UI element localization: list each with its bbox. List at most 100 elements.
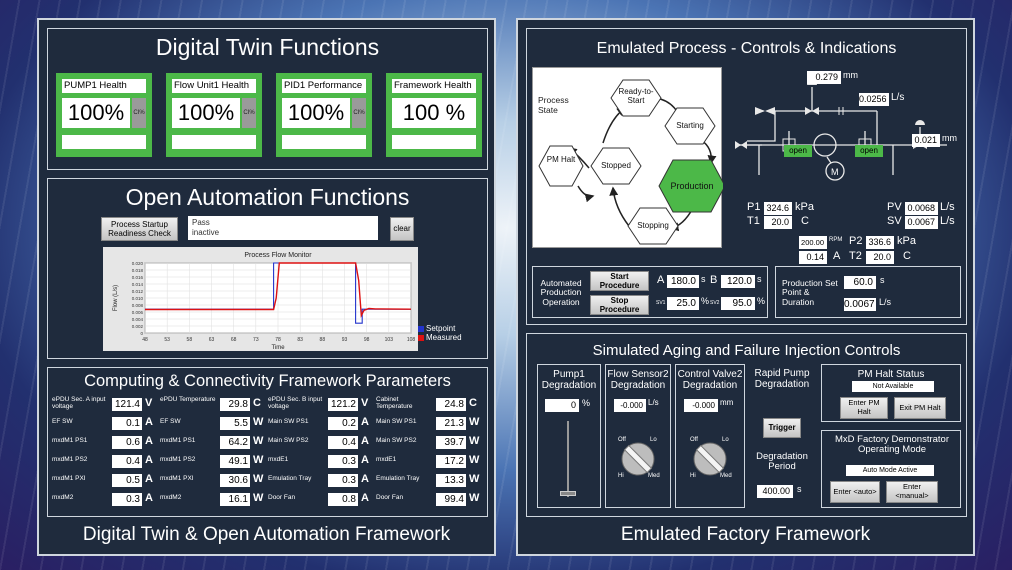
t2-label: T2 — [849, 250, 862, 262]
health-card-value: 100% — [282, 98, 350, 128]
x-tick-label: 83 — [297, 337, 303, 343]
flow-value: 0.0256 — [859, 93, 889, 106]
automated-production-box: Automated Production Operation Start Pro… — [532, 266, 768, 318]
pump-degradation-value[interactable]: 0 — [545, 399, 579, 412]
state-pm-halt — [538, 145, 584, 187]
knob-lo-label: Lo — [722, 437, 729, 443]
y-tick-label: 0.020 — [132, 261, 144, 266]
t1-value: 20.0 — [764, 216, 792, 229]
pump-slider-track[interactable] — [567, 421, 569, 497]
param-value: 5.5 — [220, 417, 250, 430]
param-row: EF SW 0.1 A — [52, 416, 158, 431]
param-value: 13.3 — [436, 474, 466, 487]
emulated-process-section: Emulated Process - Controls & Indication… — [526, 28, 967, 325]
exit-pm-halt-button[interactable]: Exit PM Halt — [894, 397, 946, 419]
knob-off-label: Off — [690, 437, 698, 443]
param-label: Emulation Tray — [268, 475, 312, 482]
ci-indicator: CI% — [242, 98, 256, 128]
t1-unit: C — [801, 215, 809, 227]
param-unit: A — [361, 435, 369, 447]
t1-label: T1 — [747, 215, 760, 227]
param-value: 0.5 — [112, 474, 142, 487]
param-row: mxdM2 16.1 W — [160, 492, 266, 507]
trigger-button[interactable]: Trigger — [763, 418, 801, 438]
param-unit: V — [145, 397, 153, 409]
flow-sensor-unit: L/s — [648, 398, 659, 407]
state-starting-label: Starting — [676, 121, 704, 130]
motor-label: M — [831, 167, 839, 177]
flow-sensor-value: -0.000 — [614, 399, 646, 412]
param-label: mxdM1 PS1 — [160, 437, 196, 444]
enter-manual-button[interactable]: Enter <manual> — [886, 481, 938, 503]
control-valve-degradation-box: Control Valve2 Degradation -0.000 mm Off… — [675, 364, 745, 508]
stop-procedure-button[interactable]: Stop Procedure — [590, 295, 649, 315]
a-unit: s — [701, 274, 706, 284]
param-value: 0.4 — [328, 436, 358, 449]
health-card-value: 100% — [62, 98, 130, 128]
param-unit: A — [361, 454, 369, 466]
param-unit: W — [253, 473, 264, 485]
param-unit: W — [253, 454, 264, 466]
state-stopping — [627, 207, 679, 245]
param-row: mxdE1 0.3 A — [268, 454, 374, 469]
degradation-period-value[interactable]: 400.00 — [757, 485, 793, 498]
state-ready — [610, 79, 662, 117]
param-label: mxdM1 PXI — [160, 475, 194, 482]
param-row: Main SW PS2 0.4 A — [268, 435, 374, 450]
param-label: Main SW PS2 — [376, 437, 417, 444]
param-row: mxdM2 0.3 A — [52, 492, 158, 507]
p2-label: P2 — [849, 235, 863, 247]
param-label: ePDU Temperature — [160, 396, 216, 403]
param-row: ePDU Sec. A input voltage 121.4 V — [52, 396, 158, 412]
rpm-unit: RPM — [829, 237, 843, 243]
param-unit: V — [361, 397, 369, 409]
start-procedure-button[interactable]: Start Procedure — [590, 271, 649, 291]
startup-readiness-button[interactable]: Process Startup Readiness Check — [101, 217, 178, 241]
pm-halt-title: PM Halt Status — [857, 369, 925, 380]
series-setpoint-line — [145, 262, 411, 324]
param-label: EF SW — [160, 418, 181, 425]
chart-title: Process Flow Monitor — [244, 252, 312, 259]
control-valve-label: Control Valve2 Degradation — [677, 369, 743, 391]
a-label: A — [657, 274, 665, 286]
param-label: mxdM1 PXI — [52, 475, 86, 482]
param-label: ePDU Sec. B input voltage — [268, 396, 323, 410]
dt-title: Digital Twin Functions — [155, 34, 380, 60]
enter-pm-halt-button[interactable]: Enter PM Halt — [840, 397, 888, 419]
param-value: 0.1 — [112, 417, 142, 430]
x-tick-label: 108 — [407, 337, 416, 343]
oa-title: Open Automation Functions — [125, 184, 410, 210]
right-position-value: 0.021 — [912, 134, 940, 147]
param-unit: W — [469, 454, 480, 466]
param-value: 21.3 — [436, 417, 466, 430]
enter-auto-button[interactable]: Enter <auto> — [830, 481, 880, 503]
pm-halt-status: Not Available — [852, 381, 934, 392]
p1-value: 324.6 — [764, 202, 792, 215]
param-row: mxdM1 PXI 30.6 W — [160, 473, 266, 488]
param-row: Main SW PS2 39.7 W — [376, 435, 482, 450]
param-unit: C — [469, 397, 477, 409]
top-position-unit: mm — [843, 70, 858, 80]
clear-button[interactable]: clear — [390, 217, 414, 241]
y-tick-label: 0.010 — [132, 296, 144, 301]
pump-slider-handle[interactable] — [560, 491, 576, 496]
param-unit: A — [145, 435, 153, 447]
psp-label: Production Set Point & Duration — [782, 278, 838, 307]
y-tick-label: 0.012 — [132, 289, 144, 294]
knob-med-label: Med — [720, 473, 732, 479]
sv1-unit: % — [701, 296, 710, 306]
state-ready-label: Ready-to-Start — [618, 87, 654, 105]
legend-measured-swatch — [418, 334, 424, 341]
health-card-value: 100% — [172, 98, 240, 128]
knob-med-label: Med — [648, 473, 660, 479]
param-row: Emulation Tray 0.3 A — [268, 473, 374, 488]
param-row: mxdM1 PS2 0.4 A — [52, 454, 158, 469]
param-value: 0.3 — [112, 493, 142, 506]
ci-indicator: CI% — [132, 98, 146, 128]
param-label: Main SW PS2 — [268, 437, 309, 444]
param-row: ePDU Sec. B input voltage 121.2 V — [268, 396, 374, 412]
param-row: mxdM1 PS1 64.2 W — [160, 435, 266, 450]
